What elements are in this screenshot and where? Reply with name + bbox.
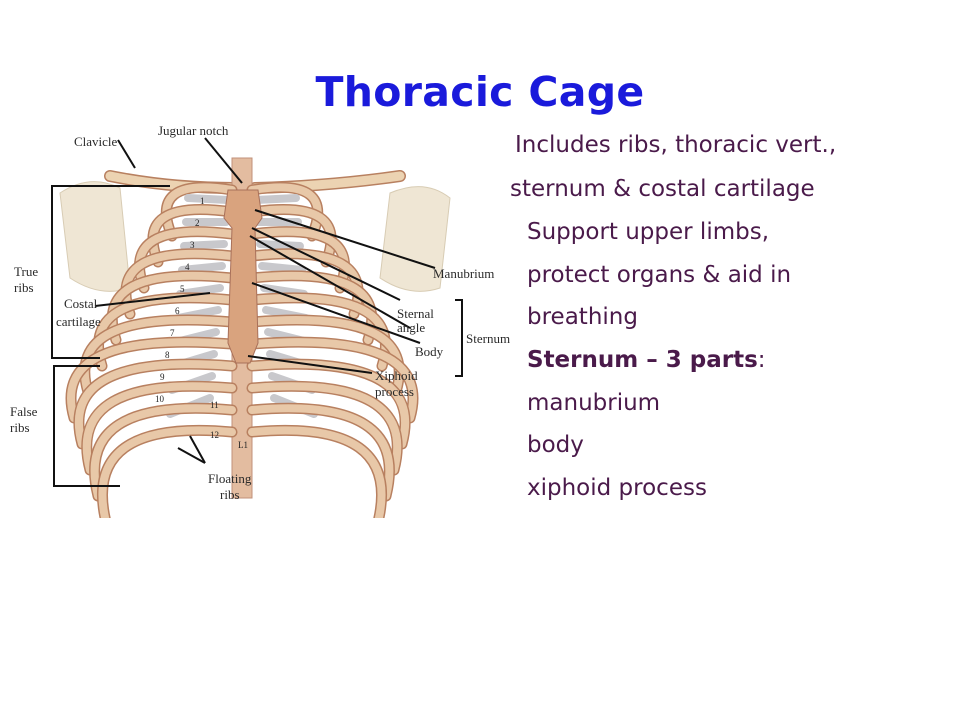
label-process: process	[375, 384, 414, 399]
rib-fill	[149, 205, 236, 266]
label-sternal: Sternal	[397, 306, 434, 321]
label-true-ribs: ribs	[14, 280, 34, 295]
rib-number: 3	[190, 240, 195, 250]
line-includes: Includes ribs, thoracic vert.,	[515, 132, 837, 158]
line-xiphoid: xiphoid process	[527, 475, 707, 501]
label-manubrium: Manubrium	[433, 266, 494, 281]
rib	[246, 424, 388, 518]
right-scapula	[379, 186, 451, 292]
label-floating: Floating	[208, 471, 252, 486]
rib-fill	[248, 404, 394, 500]
leader-lines	[94, 137, 436, 464]
line-protect: protect organs & aid in	[527, 262, 792, 288]
label-body: Body	[415, 344, 444, 359]
rib-fill	[135, 227, 236, 292]
line-sternum-costal: sternum & costal cartilage	[510, 176, 815, 202]
false-ribs-bracket	[53, 365, 120, 487]
rib-fill	[248, 360, 410, 448]
rib-fill	[90, 404, 236, 500]
rib-fill	[67, 338, 236, 422]
rib-number: 12	[210, 430, 219, 440]
rib-number: 8	[165, 350, 170, 360]
costal-cartilage	[180, 240, 228, 250]
label-floating-ribs: ribs	[220, 487, 240, 502]
label-angle: angle	[397, 320, 425, 335]
sternum-heading: Sternum – 3 parts	[527, 347, 758, 373]
rib-fill	[74, 360, 236, 448]
line-support: Support upper limbs,	[527, 219, 770, 245]
rib-number: 2	[195, 218, 200, 228]
true-ribs-bracket	[51, 185, 170, 359]
rib-fill	[248, 382, 402, 474]
line-body: body	[527, 432, 584, 458]
rib-number: 6	[175, 306, 180, 316]
rib-number: 5	[180, 284, 185, 294]
label-false-ribs: ribs	[10, 420, 30, 435]
left-scapula	[59, 181, 131, 292]
rib-number: 9	[160, 372, 165, 382]
thoracic-cage-figure: Clavicle Jugular notch Manubrium True ri…	[0, 118, 530, 518]
rib-number: 4	[185, 262, 190, 272]
label-costal: Costal	[64, 296, 98, 311]
rib-fill	[248, 338, 417, 422]
rib-number: 7	[170, 328, 175, 338]
label-false: False	[10, 404, 38, 419]
rib-fill	[108, 271, 236, 344]
sternum	[223, 189, 263, 364]
line-manubrium: manubrium	[527, 390, 661, 416]
label-true: True	[14, 264, 38, 279]
rib-fill	[248, 205, 335, 266]
costal-cartilage	[184, 194, 232, 204]
rib-fill	[98, 426, 236, 518]
label-sternum: Sternum	[466, 331, 510, 346]
label-clavicle: Clavicle	[74, 134, 118, 149]
rib-fill	[82, 382, 236, 474]
slide-title: Thoracic Cage	[315, 68, 645, 116]
ribs	[65, 181, 419, 518]
rib-fill	[162, 183, 236, 240]
costal-cartilage	[256, 240, 304, 250]
rib-fill	[121, 249, 236, 318]
sternum-bracket	[455, 299, 463, 377]
rib-number: L1	[238, 440, 248, 450]
label-xiphoid: Xiphoid	[375, 368, 418, 383]
rib-fill	[248, 426, 386, 518]
line-breathing: breathing	[527, 304, 638, 330]
costal-cartilage	[252, 194, 300, 204]
rib-fill	[248, 183, 322, 240]
line-sternum-parts: Sternum – 3 parts:	[527, 347, 766, 373]
rib-number: 11	[210, 400, 219, 410]
sternum-colon: :	[757, 347, 766, 373]
rib-number: 1	[200, 196, 205, 206]
costal-cartilage	[258, 262, 306, 274]
label-cartilage: cartilage	[56, 314, 101, 329]
rib-number: 10	[155, 394, 165, 404]
costal-cartilage	[178, 262, 226, 274]
label-jugular-notch: Jugular notch	[158, 123, 229, 138]
rib-fill	[248, 271, 376, 344]
